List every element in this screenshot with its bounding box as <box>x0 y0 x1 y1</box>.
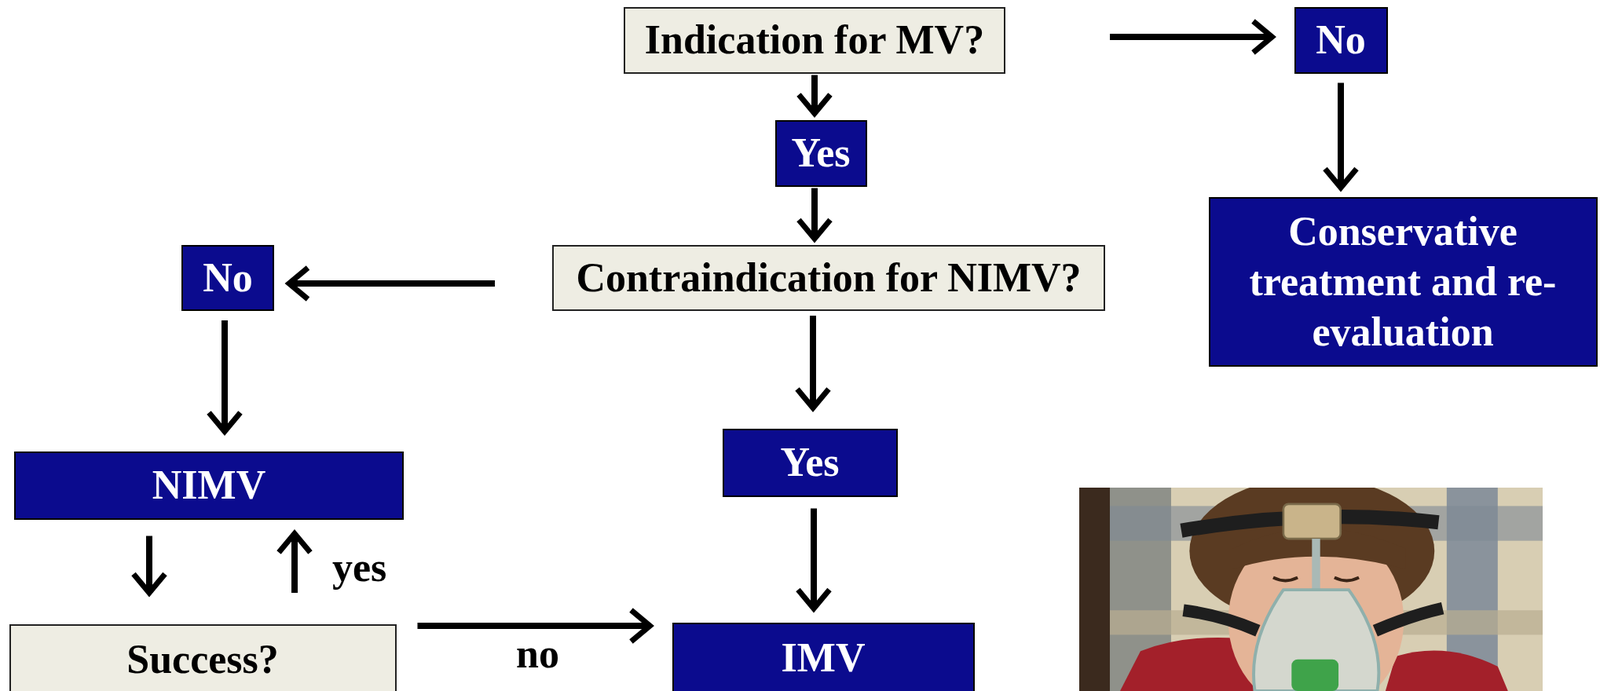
eye <box>1273 578 1298 582</box>
box-text: Yes <box>779 437 839 488</box>
box-text: Yes <box>790 128 850 179</box>
box-text: No <box>1315 14 1366 66</box>
decision-box: Contraindication for NIMV? <box>552 245 1106 312</box>
decision-box: Success? <box>9 624 397 691</box>
edge-label: no <box>513 631 562 677</box>
photo-shadow <box>1079 487 1110 691</box>
process-box: No <box>1294 7 1388 74</box>
flow-arrow <box>809 315 817 409</box>
eye <box>1334 578 1359 582</box>
box-text: Contraindication for NIMV? <box>575 252 1081 304</box>
mask <box>1253 589 1379 691</box>
flow-arrow <box>810 508 817 610</box>
process-box: Yes <box>722 428 898 498</box>
process-box: No <box>181 245 275 312</box>
flow-arrow <box>221 320 228 433</box>
box-text: Success? <box>126 634 279 685</box>
process-box: Yes <box>775 120 868 187</box>
cheek-strap <box>1375 608 1443 632</box>
patient-photo <box>1079 487 1543 691</box>
box-text: NIMV <box>152 460 266 511</box>
mask-elbow <box>1291 659 1339 691</box>
shirt <box>1385 650 1509 691</box>
flow-arrow <box>1337 83 1344 189</box>
flow-arrow <box>811 75 818 114</box>
process-box: NIMV <box>14 451 404 520</box>
flow-arrow <box>417 622 651 630</box>
flow-arrow <box>1109 33 1273 41</box>
cheek-strap <box>1183 610 1259 631</box>
flow-arrow <box>146 536 153 594</box>
box-text: IMV <box>781 633 866 684</box>
flow-arrow <box>291 534 298 594</box>
process-box: Conservative treatment and re-evaluation <box>1208 197 1598 367</box>
edge-label: yes <box>329 545 389 590</box>
forehead-pad <box>1283 504 1341 539</box>
decision-box: Indication for MV? <box>623 7 1006 74</box>
box-text: No <box>202 252 253 304</box>
photo-background <box>1079 487 1543 691</box>
box-text: Indication for MV? <box>644 14 985 66</box>
flow-arrow <box>811 188 818 240</box>
process-box: IMV <box>672 622 975 691</box>
box-text: Conservative treatment and re-evaluation <box>1222 206 1584 358</box>
mask-support <box>1311 538 1320 590</box>
flow-arrow <box>289 280 495 287</box>
